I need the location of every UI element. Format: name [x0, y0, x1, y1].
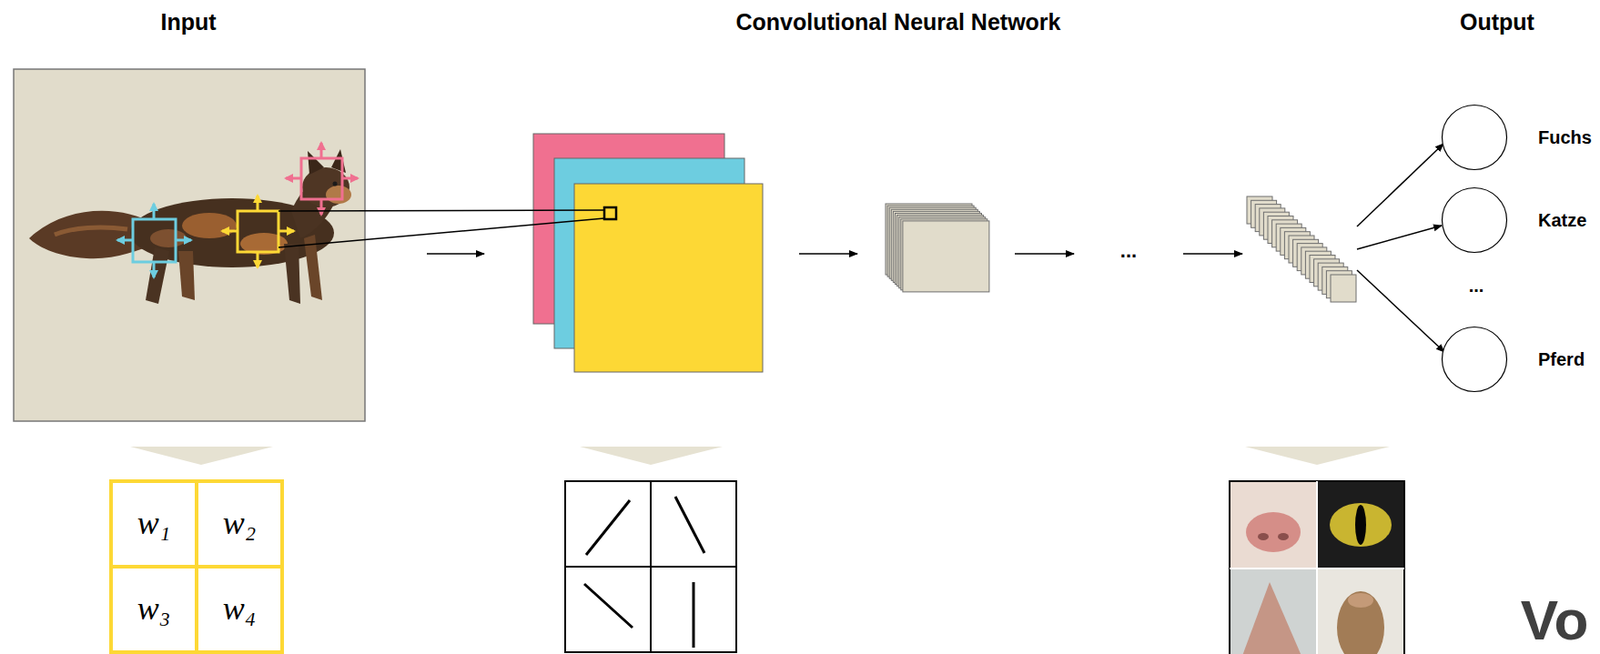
projection-line [278, 210, 605, 212]
zoom-chevron [579, 446, 723, 466]
output-arrow [1356, 225, 1442, 250]
column-heading: Output [1459, 9, 1535, 36]
feature-stack [885, 203, 990, 293]
yellow-window [222, 195, 294, 268]
pink-window [285, 142, 358, 215]
receptive-cell [604, 207, 617, 220]
class-label: Katze [1538, 210, 1587, 232]
output-neuron: Fuchs [1441, 104, 1592, 171]
kernel-weight: w₂ [222, 505, 257, 543]
class-label: Pferd [1538, 349, 1585, 371]
input-image [13, 69, 365, 422]
column-heading: Convolutional Neural Network [736, 9, 1062, 36]
projection-line [278, 218, 605, 248]
output-neuron: Pferd [1441, 326, 1585, 393]
neuron-circle [1440, 103, 1509, 172]
neuron-circle [1440, 186, 1509, 254]
flow-arrow [1183, 253, 1243, 255]
neuron-circle [1440, 325, 1509, 394]
ellipsis: ... [1468, 275, 1485, 297]
kernel-weight: w₄ [222, 590, 257, 628]
ellipsis: ... [1120, 239, 1137, 263]
edge-filter-grid [565, 481, 737, 653]
feature-layer [1330, 274, 1357, 303]
class-label: Fuchs [1538, 127, 1592, 149]
blue-window [117, 203, 192, 278]
kernel-weight: w₃ [137, 590, 172, 628]
flow-arrow [799, 253, 858, 255]
feature-photos [1229, 481, 1405, 654]
flow-arrow [1014, 253, 1074, 255]
kernel-grid [111, 481, 283, 653]
neuron-outline [1442, 327, 1508, 393]
neuron-outline [1442, 188, 1508, 254]
output-arrow [1356, 270, 1445, 353]
zoom-chevron [1245, 446, 1390, 466]
cat-illustration [29, 149, 352, 304]
neuron-outline [1442, 105, 1508, 171]
column-heading: Input [160, 9, 216, 36]
feature-map [574, 183, 763, 373]
output-arrow [1356, 143, 1444, 227]
output-neuron: Katze [1441, 187, 1587, 254]
watermark: Vo [1520, 587, 1590, 653]
feature-stack [1246, 196, 1357, 303]
feature-layer [902, 221, 990, 293]
kernel-weight: w₁ [137, 505, 172, 543]
zoom-chevron [130, 446, 274, 466]
flow-arrow [426, 253, 485, 255]
